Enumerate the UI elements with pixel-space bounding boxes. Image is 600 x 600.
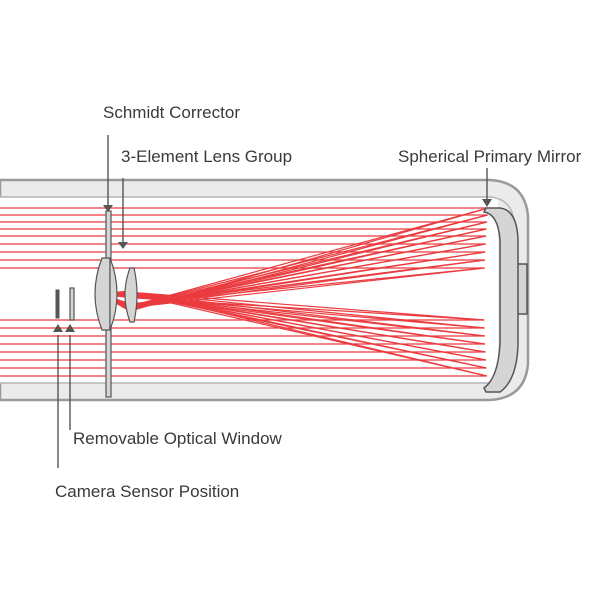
window-arrow bbox=[65, 324, 75, 332]
lens-element-2 bbox=[109, 257, 118, 331]
light-rays bbox=[0, 207, 489, 377]
optical-window bbox=[69, 287, 75, 321]
reflected-ray bbox=[139, 293, 486, 345]
reflected-ray bbox=[139, 235, 487, 306]
reflected-ray bbox=[139, 251, 486, 307]
reflected-ray bbox=[139, 214, 488, 305]
mirror-arrow bbox=[482, 199, 492, 207]
reflected-ray bbox=[139, 295, 487, 377]
primary-mirror-label: Spherical Primary Mirror bbox=[398, 147, 582, 166]
reflected-ray bbox=[139, 228, 487, 306]
schmidt-corrector-label: Schmidt Corrector bbox=[103, 103, 240, 122]
optical-window-label: Removable Optical Window bbox=[73, 429, 283, 448]
lens-group-label: 3-Element Lens Group bbox=[121, 147, 292, 166]
lens-group-arrow bbox=[118, 242, 128, 249]
reflected-ray bbox=[139, 294, 486, 361]
reflected-ray bbox=[139, 221, 488, 305]
camera-sensor-label: Camera Sensor Position bbox=[55, 482, 239, 501]
reflected-ray bbox=[139, 294, 487, 369]
reflected-ray bbox=[139, 207, 489, 304]
reflected-ray bbox=[139, 267, 485, 307]
primary-mirror bbox=[482, 207, 528, 393]
lens-element-3 bbox=[124, 267, 138, 323]
lens-element-1 bbox=[94, 257, 111, 331]
reflected-ray bbox=[139, 292, 485, 329]
schmidt-arrow bbox=[103, 205, 113, 212]
reflected-ray bbox=[139, 293, 485, 337]
sensor-arrow bbox=[53, 324, 63, 332]
reflected-ray bbox=[139, 294, 486, 353]
reflected-ray bbox=[139, 259, 485, 307]
reflected-ray bbox=[139, 243, 486, 306]
reflected-ray bbox=[139, 292, 485, 321]
camera-sensor bbox=[55, 289, 60, 319]
